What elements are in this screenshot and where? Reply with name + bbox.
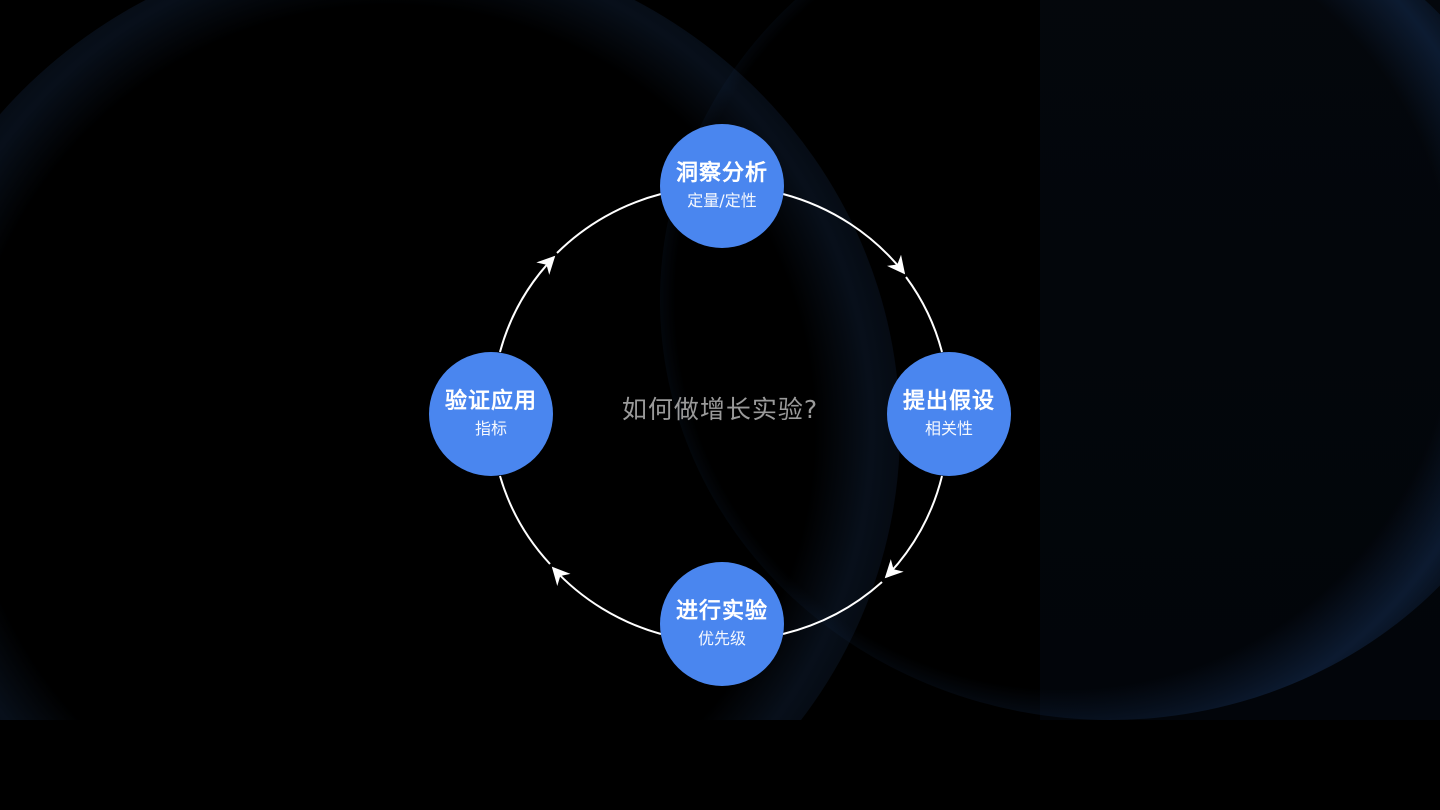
background-bottom-band [0, 720, 1440, 810]
arc-top-to-right-tail [905, 276, 943, 353]
node-insight-analysis[interactable]: 洞察分析 定量/定性 [660, 124, 784, 248]
node-subtitle: 指标 [474, 419, 507, 438]
node-experiment[interactable]: 进行实验 优先级 [660, 562, 784, 686]
node-title: 验证应用 [444, 389, 537, 414]
node-subtitle: 定量/定性 [687, 191, 757, 210]
center-question: 如何做增长实验? [621, 395, 819, 424]
node-title: 进行实验 [675, 599, 768, 624]
arrow-top-to-right [782, 193, 906, 275]
arrow-bottom-to-left [551, 566, 662, 635]
node-subtitle: 优先级 [697, 629, 746, 648]
node-hypothesis[interactable]: 提出假设 相关性 [887, 352, 1011, 476]
arc-bottom-to-left-tail [499, 475, 551, 565]
arrow-right-to-bottom [884, 475, 943, 579]
node-title: 提出假设 [902, 389, 995, 414]
node-subtitle: 相关性 [924, 419, 973, 438]
node-validate-apply[interactable]: 验证应用 指标 [429, 352, 553, 476]
arrow-left-to-top [499, 255, 556, 353]
arc-left-to-top-tail [556, 193, 662, 254]
node-title: 洞察分析 [675, 161, 768, 186]
arc-right-to-bottom-tail [782, 581, 883, 635]
